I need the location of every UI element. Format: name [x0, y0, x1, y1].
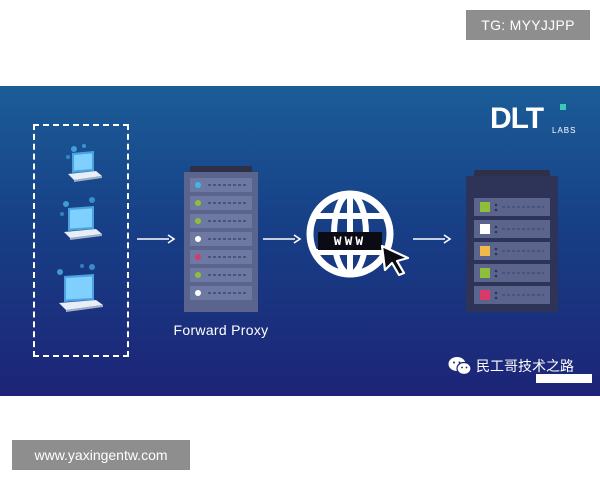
origin-server-row — [474, 264, 550, 282]
logo-text: DLT — [490, 102, 544, 135]
proxy-server-row — [190, 196, 252, 210]
wechat-watermark: 民工哥技术之路 — [448, 356, 574, 376]
forward-proxy-label: Forward Proxy — [173, 322, 269, 338]
arrow-right-icon — [263, 234, 302, 244]
proxy-server-row — [190, 250, 252, 264]
arrow-right-icon — [413, 234, 452, 244]
forward-proxy-banner: Forward Proxy WWW DLT LABS — [0, 86, 600, 396]
proxy-server-row — [190, 286, 252, 300]
strip-bar — [536, 374, 592, 383]
wechat-account-name: 民工哥技术之路 — [476, 359, 574, 375]
dlt-labs-logo: DLT LABS — [490, 102, 580, 142]
watermark-top: TG: MYYJJPP — [466, 10, 590, 40]
proxy-server-icon — [184, 166, 258, 312]
laptop-icon — [66, 144, 102, 182]
origin-server-row — [474, 220, 550, 238]
www-label: WWW — [318, 232, 382, 250]
origin-server-row — [474, 286, 550, 304]
cursor-icon — [380, 244, 410, 277]
proxy-server-row — [190, 178, 252, 192]
origin-server-row — [474, 198, 550, 216]
logo-accent — [560, 104, 566, 110]
clients-group — [33, 124, 129, 357]
wechat-icon — [448, 357, 472, 376]
arrow-right-icon — [137, 234, 176, 244]
laptop-icon — [57, 264, 103, 312]
proxy-server-row — [190, 214, 252, 228]
origin-server-row — [474, 242, 550, 260]
origin-server-icon — [466, 170, 558, 312]
proxy-server-row — [190, 232, 252, 246]
watermark-bottom: www.yaxingentw.com — [12, 440, 190, 470]
logo-subtext: LABS — [552, 126, 577, 135]
laptop-icon — [60, 197, 102, 240]
proxy-server-row — [190, 268, 252, 282]
